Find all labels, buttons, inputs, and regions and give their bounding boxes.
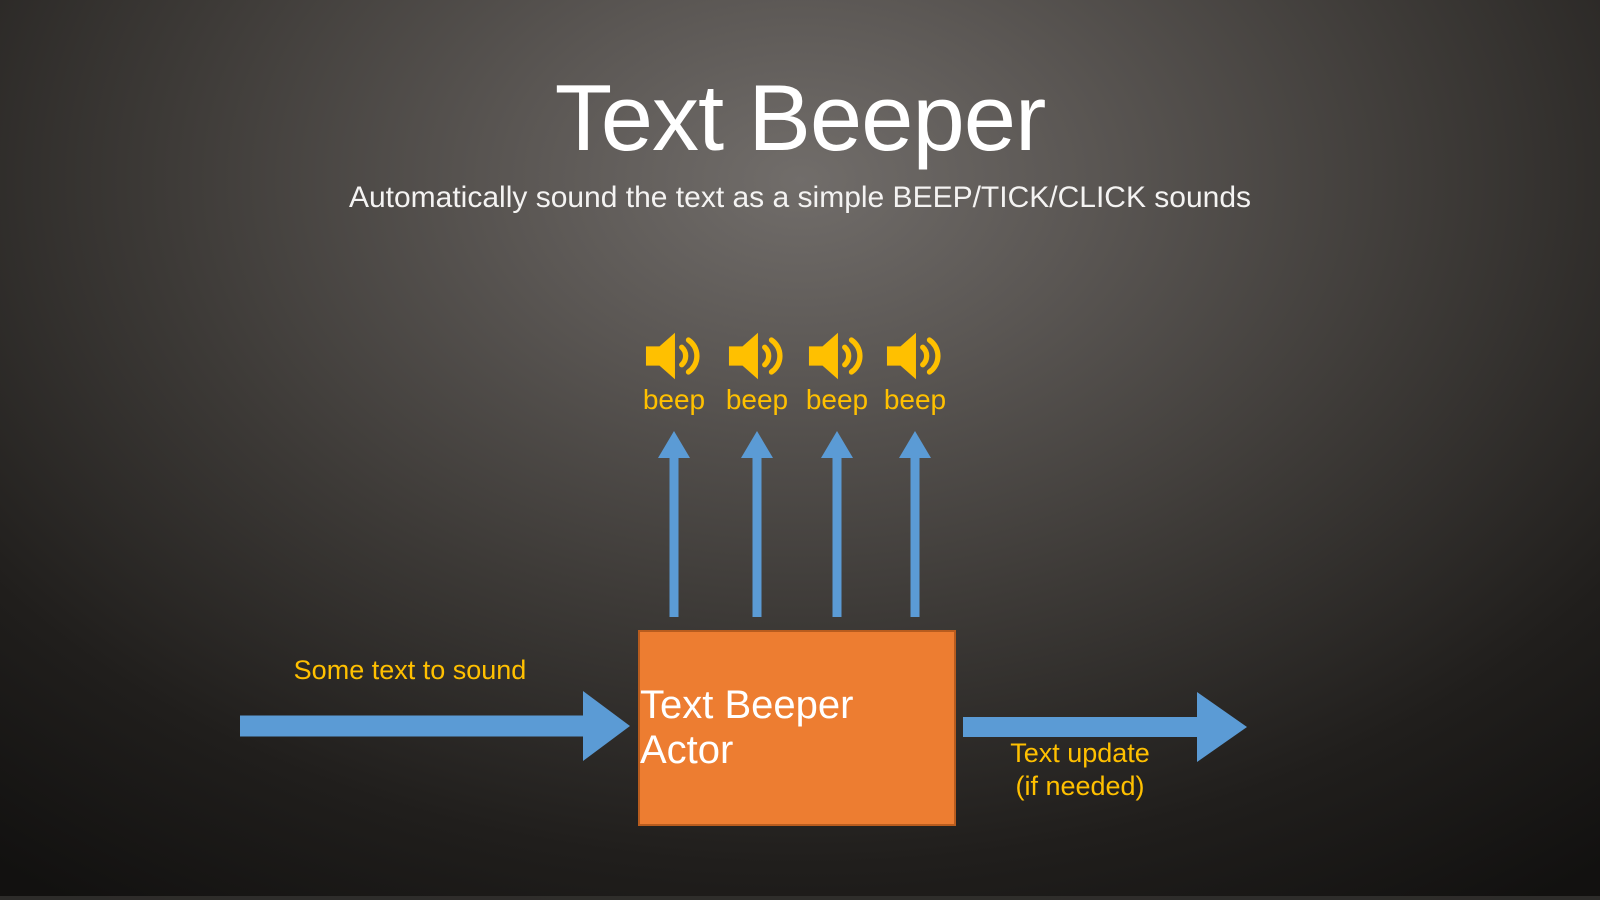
beep-label: beep [805, 384, 869, 415]
output-arrow [963, 692, 1247, 762]
input-arrow-label: Some text to sound [293, 655, 527, 685]
up-arrow [658, 431, 690, 617]
sound-output-column: beep [712, 330, 802, 617]
slide-bottom-edge [0, 896, 1600, 900]
up-arrow [899, 431, 931, 617]
output-arrow-label-line2: (if needed) [1015, 771, 1145, 801]
speaker-icon [645, 332, 700, 380]
beep-label: beep [725, 384, 789, 415]
actor-box-label: Text Beeper Actor [640, 683, 854, 772]
slide-subtitle: Automatically sound the text as a simple… [348, 181, 1252, 214]
speaker-icon [728, 332, 783, 380]
beep-label: beep [883, 384, 947, 415]
sound-output-column: beep [629, 330, 719, 617]
actor-box: Text Beeper Actor [638, 630, 956, 826]
output-arrow-label-line1: Text update [1010, 738, 1150, 768]
up-arrow [821, 431, 853, 617]
sound-output-column: beep [792, 330, 882, 617]
speaker-icon [886, 332, 941, 380]
input-arrow [240, 691, 630, 761]
slide-title: Text Beeper [554, 65, 1047, 170]
up-arrow [741, 431, 773, 617]
beep-label: beep [642, 384, 706, 415]
output-arrow-label: Text update (if needed) [950, 737, 1210, 803]
speaker-icon [808, 332, 863, 380]
sound-output-column: beep [870, 330, 960, 617]
